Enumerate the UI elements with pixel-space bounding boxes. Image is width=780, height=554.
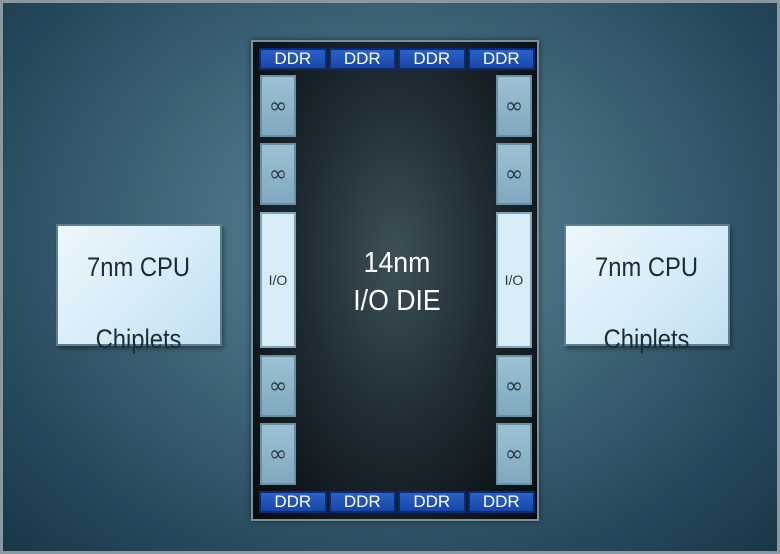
io-die-label: 14nm I/O DIE (313, 244, 481, 320)
infinity-fabric-link-icon: ∞ (496, 75, 532, 137)
infinity-fabric-link-icon: ∞ (260, 355, 296, 417)
ddr-channel: DDR (259, 491, 327, 513)
io-port-right: I/O (496, 212, 532, 348)
cpu-chiplet-left: 7nm CPU Chiplets (56, 224, 222, 354)
ddr-row-top: DDR DDR DDR DDR (259, 48, 535, 70)
io-die: DDR DDR DDR DDR ∞ ∞ I/O ∞ ∞ ∞ ∞ I/O ∞ ∞ … (251, 40, 539, 521)
infinity-fabric-link-icon: ∞ (260, 143, 296, 205)
chiplet-right-line2: Chiplets (604, 324, 690, 354)
chiplet-left-line1: 7nm CPU (87, 252, 191, 282)
ddr-channel: DDR (398, 491, 466, 513)
infinity-fabric-link-icon: ∞ (496, 355, 532, 417)
ddr-channel: DDR (328, 48, 396, 70)
infinity-fabric-link-icon: ∞ (496, 143, 532, 205)
chiplet-right-line1: 7nm CPU (595, 252, 699, 282)
ddr-row-bottom: DDR DDR DDR DDR (259, 491, 535, 513)
io-port-left: I/O (260, 212, 296, 348)
infinity-fabric-link-icon: ∞ (496, 423, 532, 485)
io-die-process: 14nm (363, 247, 431, 279)
ddr-channel: DDR (398, 48, 466, 70)
infinity-fabric-link-icon: ∞ (260, 423, 296, 485)
chiplet-right-label: 7nm CPU Chiplets (596, 213, 699, 357)
ddr-channel: DDR (467, 491, 535, 513)
ddr-channel: DDR (259, 48, 327, 70)
io-die-title: I/O DIE (353, 285, 441, 317)
chiplet-left-line2: Chiplets (96, 324, 182, 354)
chiplet-left-label: 7nm CPU Chiplets (88, 213, 191, 357)
infinity-fabric-link-icon: ∞ (260, 75, 296, 137)
ddr-channel: DDR (467, 48, 535, 70)
cpu-chiplet-right: 7nm CPU Chiplets (564, 224, 730, 354)
ddr-channel: DDR (328, 491, 396, 513)
